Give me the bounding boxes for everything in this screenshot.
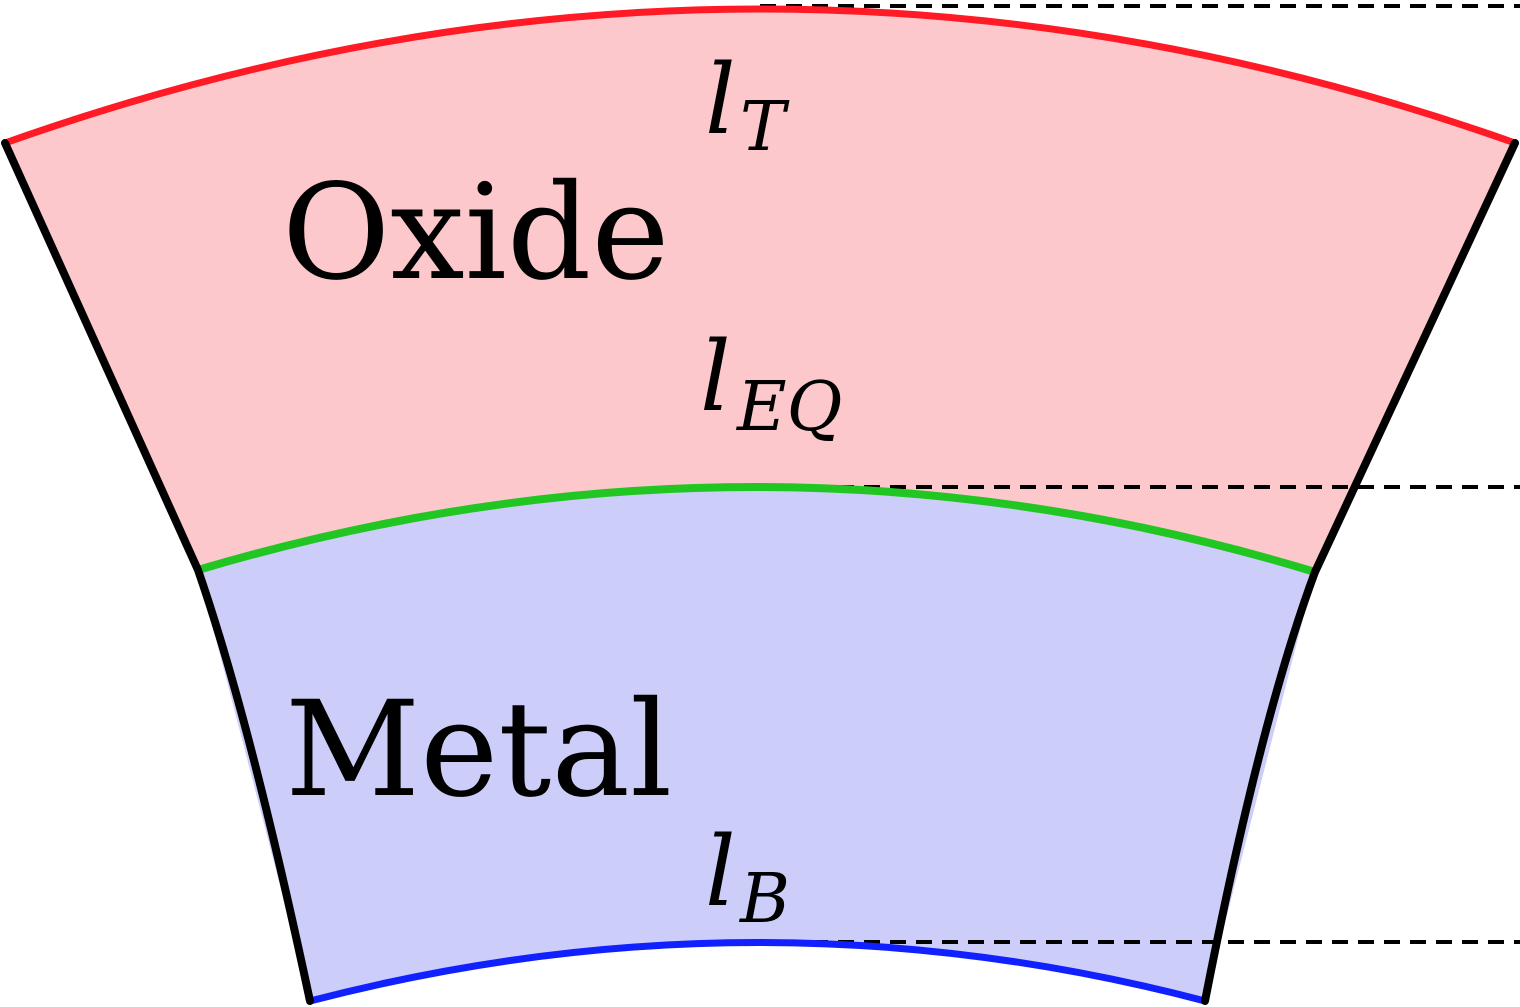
- label-l-bottom-subscript: B: [738, 860, 790, 939]
- label-l-bottom: l B: [705, 816, 790, 939]
- label-l-top-subscript: T: [740, 88, 790, 167]
- label-l-top: l T: [705, 44, 790, 167]
- equilibrium-boundary-curve: [196, 483, 1317, 576]
- label-l-equilibrium: l EQ: [700, 321, 842, 447]
- metal-label: Metal: [285, 673, 672, 827]
- left-side-wall: [1, 139, 314, 1005]
- oxide-region: [5, 9, 1515, 572]
- metal-region: [198, 486, 1315, 1001]
- bottom-boundary-curve: [309, 939, 1206, 1005]
- right-side-wall: [1201, 139, 1519, 1005]
- label-l-equilibrium-subscript: EQ: [735, 368, 842, 447]
- oxide-label: Oxide: [282, 156, 670, 310]
- label-l-equilibrium-symbol: l: [700, 321, 731, 433]
- label-l-top-symbol: l: [705, 44, 736, 156]
- top-boundary-curve: [3, 5, 1517, 147]
- label-l-bottom-symbol: l: [705, 816, 736, 928]
